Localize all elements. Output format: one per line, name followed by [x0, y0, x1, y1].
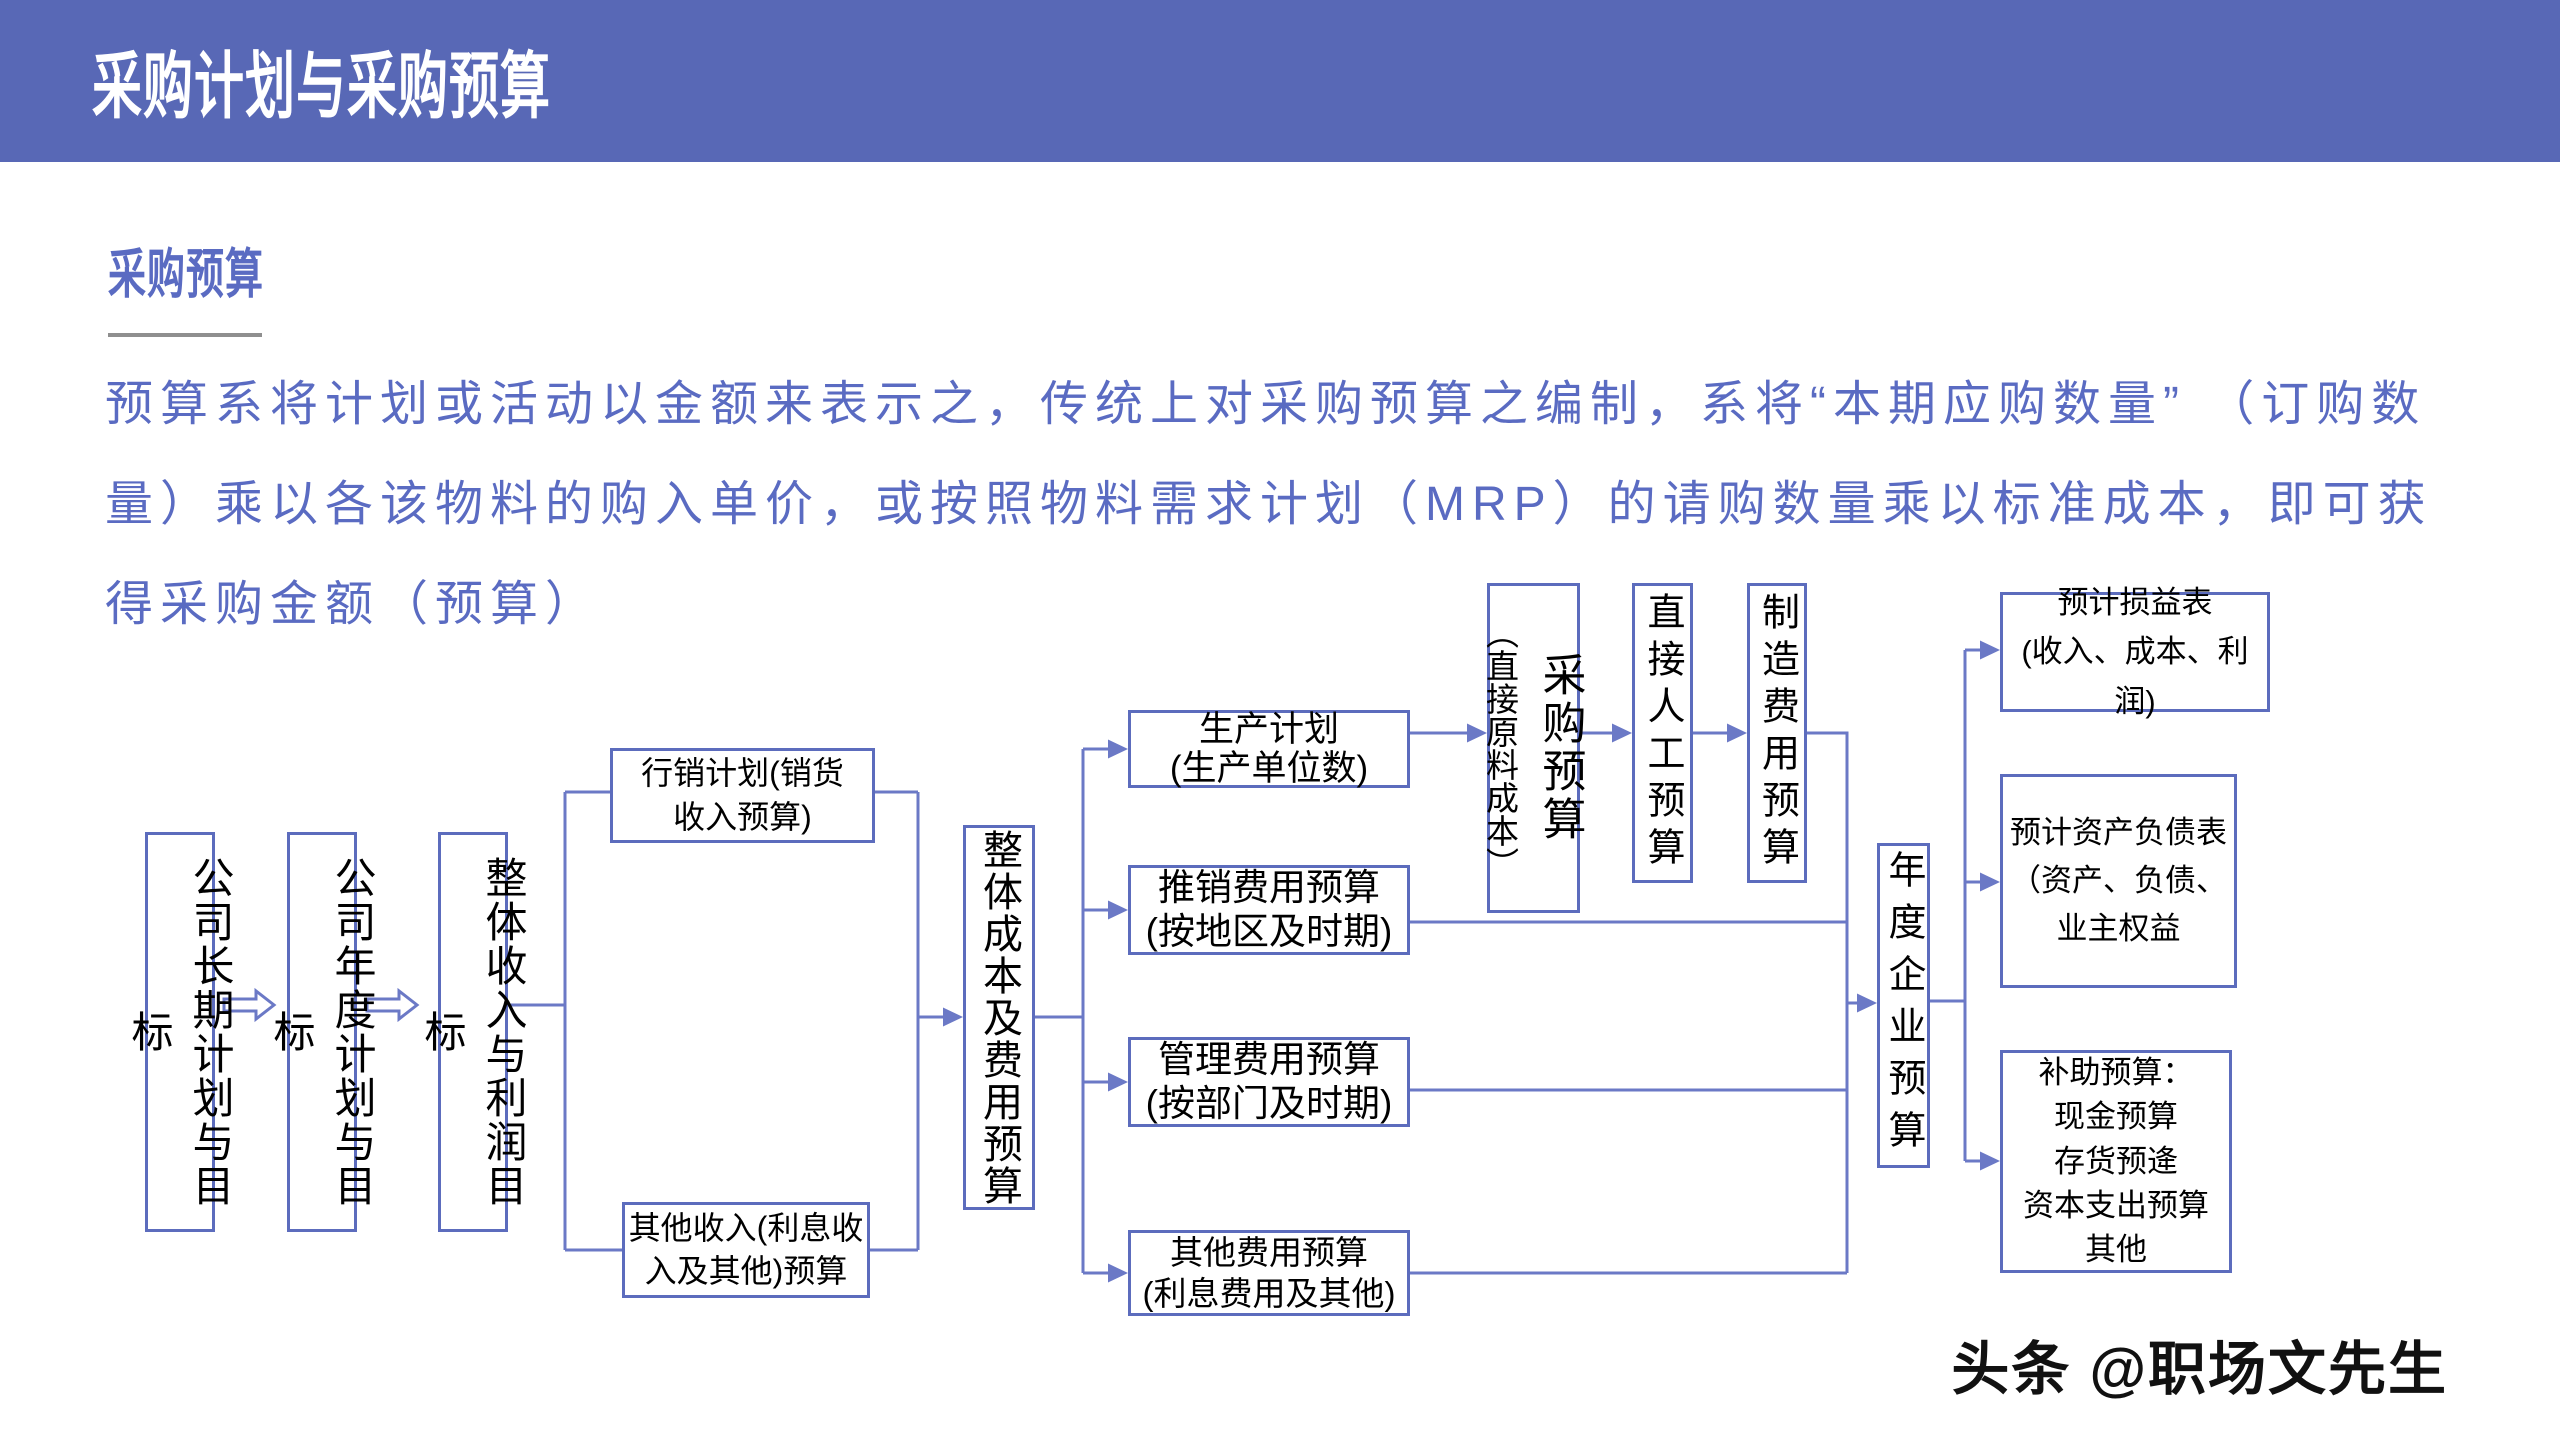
- node-overall-cost-expense-budget: 整体成本及费用预算: [963, 825, 1035, 1210]
- node-label: 公司长期计划与目标: [126, 856, 234, 1208]
- node-production-plan: 生产计划 (生产单位数): [1128, 710, 1410, 788]
- node-company-annual-plan: 公司年度计划与目标: [268, 832, 376, 1232]
- connector-cost-bracket: [1035, 747, 1112, 1275]
- node-purchase-budget: （直接原料成本） 采购预算: [1482, 583, 1585, 913]
- arrowheads: [943, 640, 2000, 1283]
- title-banner: 采购计划与采购预算: [0, 0, 2560, 162]
- connector-income-to-cost: [870, 790, 947, 1252]
- section-heading: 采购预算: [108, 246, 265, 306]
- node-projected-balance-sheet: 预计资产负债表 （资产、负债、 业主权益: [2000, 774, 2237, 988]
- node-admin-expense-budget: 管理费用预算 (按部门及时期): [1128, 1037, 1410, 1127]
- node-other-income-budget: 其他收入(利息收 入及其他)预算: [622, 1202, 870, 1298]
- heading-underline: [108, 333, 262, 337]
- slide-title: 采购计划与采购预算: [92, 46, 551, 128]
- watermark: 头条 @职场文先生: [1951, 1337, 2448, 1402]
- node-label: 年度企业预算: [1882, 849, 1924, 1162]
- node-marketing-plan: 行销计划(销货 收入预算): [610, 748, 875, 843]
- node-projected-income-statement: 预计损益表 (收入、成本、利润): [2000, 585, 2270, 719]
- node-label: 采购预算: [1535, 652, 1585, 844]
- node-label: 公司年度计划与目标: [268, 856, 376, 1208]
- node-auxiliary-budget: 补助预算： 现金预算 存货预逄 资本支出预算 其他: [2000, 1050, 2232, 1273]
- node-direct-labor-budget: 直接人工预算: [1632, 583, 1693, 883]
- node-company-long-term-plan: 公司长期计划与目标: [126, 832, 234, 1232]
- node-label: 制造费用预算: [1755, 592, 1798, 874]
- node-sublabel: （直接原料成本）: [1481, 616, 1519, 880]
- node-label: 整体收入与利润目标: [419, 856, 527, 1208]
- body-paragraph: 预算系将计划或活动以金额来表示之，传统上对采购预算之编制，系将“本期应购数量” …: [105, 378, 2433, 631]
- node-label: 整体成本及费用预算: [977, 828, 1021, 1207]
- connector-annual-bracket: [1930, 648, 1984, 1163]
- node-annual-enterprise-budget: 年度企业预算: [1877, 843, 1930, 1168]
- node-label: 直接人工预算: [1641, 592, 1683, 874]
- node-overall-revenue-profit-target: 整体收入与利润目标: [419, 832, 527, 1232]
- node-manufacturing-overhead-budget: 制造费用预算: [1747, 583, 1807, 883]
- node-other-expense-budget: 其他费用预算 (利息费用及其他): [1128, 1230, 1410, 1316]
- node-selling-expense-budget: 推销费用预算 (按地区及时期): [1128, 865, 1410, 955]
- section-heading-wrap: 采购预算: [108, 242, 264, 305]
